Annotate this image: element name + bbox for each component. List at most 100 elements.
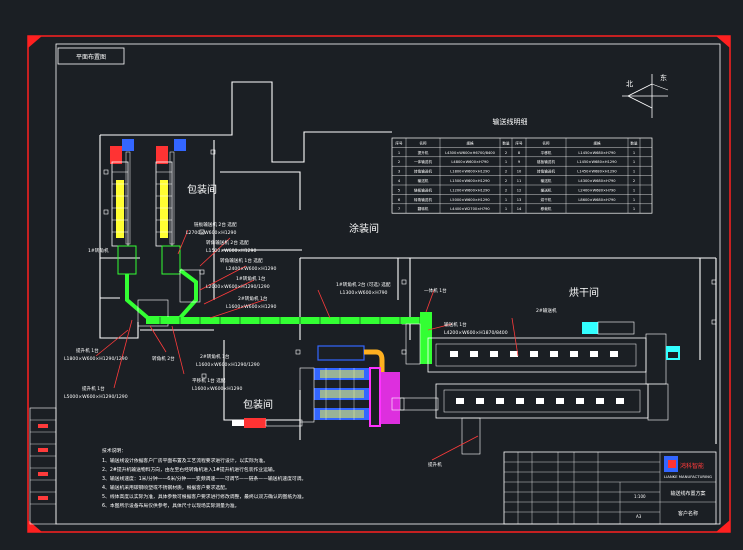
table-cell: 移栽机: [541, 206, 552, 211]
corner-mark: [716, 520, 730, 532]
table-cell: L1450×W680×H790: [578, 151, 616, 155]
annotation: 1#转角机 2台 (可选) 选配: [336, 281, 391, 288]
table-cell: L4300×W680×H790: [578, 179, 616, 183]
table-cell: 链板输送机: [414, 187, 432, 192]
table-title: 输送线明细: [493, 117, 528, 126]
table-header-cell: 规格: [593, 140, 601, 145]
corner-mark: [716, 36, 730, 48]
table-cell: 14: [517, 207, 522, 211]
table-cell: 11: [517, 179, 522, 183]
compass-north: 北: [626, 80, 633, 88]
table-cell: L1450×W680×H1290: [577, 170, 617, 174]
table-header-cell: 数量: [502, 140, 510, 145]
annotation: L2000×W600×H1290/1290: [206, 284, 270, 290]
table-cell: 1: [633, 160, 635, 164]
packing-lines: [232, 345, 405, 428]
annotation: L2700×W600×H1290: [186, 230, 236, 236]
annotation: 2#输送机: [536, 307, 557, 314]
leader-lines: [95, 229, 519, 461]
table-cell: L2400×W680×H790: [578, 188, 616, 192]
annotation: 2#转角机 1台: [238, 295, 268, 302]
main-conveyor: [146, 312, 432, 365]
annotation: 转角输送机 1台 选配: [220, 257, 263, 264]
note-line: 3、输送线速度：1米/分钟——6米/分钟——变频调速——可调节——链条——输送机…: [102, 475, 306, 482]
table-cell: L4800×W600×H790: [451, 160, 489, 164]
table-header-cell: 名称: [542, 140, 550, 145]
sheet-size: A3: [636, 514, 642, 519]
table-cell: L8600×W680×H790: [578, 198, 616, 202]
annotation: 输送机 1台: [444, 321, 467, 328]
annotation: 提升机 1台: [82, 385, 105, 392]
table-cell: 13: [517, 198, 522, 202]
table-header-cell: 序号: [395, 140, 403, 145]
table-cell: 2: [505, 179, 507, 183]
table-cell: 8: [518, 151, 521, 155]
room-label: 包装间: [187, 183, 217, 196]
annotation: 转角机 2台: [152, 355, 175, 362]
table-cell: 7: [398, 207, 400, 211]
table-cell: L1450×W680×H1290: [577, 160, 617, 164]
table-header-cell: 序号: [515, 140, 523, 145]
dryer-line: [399, 321, 680, 455]
annotation: L4200×W600×H1870/8400: [444, 330, 508, 336]
annotation: L1800×W600×H1290/1290: [64, 356, 128, 362]
annotation: L2400×W600×H1290: [226, 266, 276, 272]
table-cell: 1: [633, 198, 635, 202]
table-cell: L4400×W2700×H790: [450, 207, 490, 211]
table-cell: 链板输送机: [537, 159, 555, 164]
note-line: 2、2#提升机输送物料方向，由左至右经转角机进入1#提升机进行包装作业运输。: [102, 466, 278, 473]
annotation: L1600×W600×H1290/1290: [196, 362, 260, 368]
compass-icon: [622, 74, 669, 118]
table-header-cell: 名称: [419, 140, 427, 145]
title-tag: 平面布置图: [76, 53, 106, 61]
drawing-name: 输送线布置方案: [670, 490, 705, 497]
table-cell: 烘干机: [541, 197, 552, 202]
title-block: [503, 451, 717, 525]
note-line: 6、本图所示设备布局仅供参考，具体尺寸以现场实际测量为准。: [102, 502, 239, 509]
room-label: 烘干间: [569, 286, 599, 299]
annotation: L1600×W600×H1290: [226, 304, 276, 310]
table-cell: L1800×W600×H1290: [450, 170, 490, 174]
annotation: 1#转角机: [88, 247, 109, 254]
table-cell: 输送机: [418, 178, 429, 183]
table-cell: 转角输送机: [414, 197, 432, 202]
company-en: LIANKE MANUFACTURING: [664, 474, 712, 479]
room-label: 涂装间: [349, 222, 379, 235]
table-cell: 一体输送机: [414, 159, 432, 164]
annotation: 提升机 1台: [76, 347, 99, 354]
lift-assembly: [110, 139, 201, 327]
table-cell: L5000×W600×H1290: [450, 198, 490, 202]
table-cell: 2: [505, 188, 507, 192]
table-cell: 1: [633, 151, 635, 155]
annotation: L1300×W600×H790: [340, 290, 388, 296]
table-cell: 3: [398, 170, 400, 174]
compass-east: 东: [660, 73, 667, 82]
annotation: L5000×W600×H1290/1290: [64, 394, 128, 400]
outer-frame: [27, 35, 731, 533]
table-cell: 1: [505, 198, 507, 202]
annotation: 转角输送机 2台 选配: [206, 239, 249, 246]
table-cell: 平移机: [541, 150, 552, 155]
table-cell: L4300×W600×H6700/8400: [445, 151, 496, 155]
annotation: 2#转角机 1台: [200, 353, 230, 360]
annotation: 1#转角机 1台: [236, 275, 266, 282]
table-cell: 转角输送机: [537, 169, 555, 174]
revision-block: [29, 407, 57, 525]
table-cell: 1: [633, 207, 635, 211]
inner-frame: [55, 43, 721, 525]
table-cell: 2: [505, 170, 507, 174]
scale: 1:100: [634, 494, 646, 499]
table-cell: L1200×W600×H1290: [450, 188, 490, 192]
table-cell: 4: [398, 179, 401, 183]
title-tag-box: [57, 47, 125, 65]
table-cell: 输送机: [541, 178, 552, 183]
notes-title: 技术说明：: [102, 447, 126, 454]
corner-mark: [28, 36, 42, 48]
table-cell: 2: [505, 151, 507, 155]
corner-mark: [28, 520, 42, 532]
table-cell: 2: [398, 160, 400, 164]
annotation: 提升机: [428, 461, 442, 468]
